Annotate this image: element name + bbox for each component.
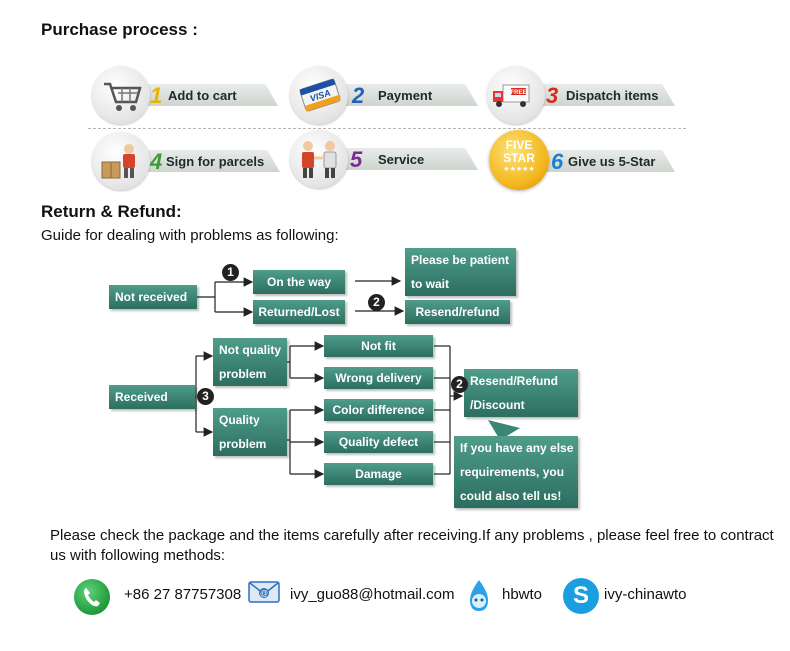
- step-banner: [318, 84, 478, 106]
- quality-line: Quality: [219, 413, 260, 427]
- quality-box: Quality problem: [213, 408, 287, 456]
- step-number: 3: [546, 83, 559, 108]
- qq-id[interactable]: hbwto: [502, 586, 543, 603]
- qq-icon: [462, 578, 496, 614]
- wrong-delivery-box: Wrong delivery: [324, 367, 433, 389]
- color-difference-box: Color difference: [324, 399, 433, 421]
- handshake-icon: [290, 130, 348, 188]
- five-star-badge-icon: FIVE STAR ★★★★★: [489, 130, 549, 190]
- step-banner: [120, 150, 280, 172]
- skype-icon: S: [563, 578, 599, 614]
- free-text: FREE: [510, 90, 526, 96]
- contact-note-line2: us with following methods:: [50, 547, 226, 564]
- step-banner: [515, 150, 675, 172]
- else-note-line: If you have any else: [460, 441, 574, 455]
- email-icon: @: [248, 579, 280, 605]
- purchase-title: Purchase process :: [41, 20, 198, 39]
- step-label: Payment: [378, 88, 433, 103]
- resend-refund-discount-box: Resend/Refund /Discount: [464, 369, 578, 417]
- refund-guide: Guide for dealing with problems as follo…: [41, 227, 339, 244]
- else-requirements-note: If you have any else requirements, you c…: [454, 436, 578, 508]
- not-quality-line: problem: [219, 367, 267, 381]
- step-label: Dispatch items: [566, 88, 659, 103]
- not-quality-line: Not quality: [219, 343, 281, 357]
- else-note-line: could also tell us!: [460, 489, 562, 503]
- truck-icon: FREE: [487, 66, 545, 124]
- divider: [88, 128, 686, 129]
- step-label: Service: [378, 152, 425, 167]
- resend-refund-box: Resend/refund: [405, 300, 510, 324]
- step-number: 2: [352, 83, 365, 108]
- step-marker: 2: [451, 376, 468, 393]
- email-address[interactable]: ivy_guo88@hotmail.com: [290, 586, 455, 603]
- phone-number[interactable]: +86 27 87757308: [124, 586, 242, 603]
- parcel-icon: [92, 132, 150, 190]
- quality-defect-box: Quality defect: [324, 431, 433, 453]
- svg-text:@: @: [260, 589, 268, 598]
- skype-id[interactable]: ivy-chinawto: [604, 586, 687, 603]
- step-number: 4: [150, 149, 163, 174]
- badge-line1: FIVE: [505, 138, 533, 152]
- on-the-way-box: On the way: [253, 270, 345, 294]
- returned-lost-box: Returned/Lost: [253, 300, 345, 324]
- step-marker: 2: [368, 294, 385, 311]
- else-note-line: requirements, you: [460, 465, 565, 479]
- step-number: 6: [551, 149, 564, 174]
- visa-card-icon: VISA: [290, 66, 348, 124]
- step-marker: 3: [197, 388, 214, 405]
- step-banner: [120, 84, 278, 106]
- step-number: 5: [350, 147, 363, 172]
- quality-line: problem: [219, 437, 267, 451]
- received-box: Received: [109, 385, 195, 409]
- damage-box: Damage: [324, 463, 433, 485]
- not-quality-box: Not quality problem: [213, 338, 287, 386]
- be-patient-line: Please be patient: [411, 253, 510, 267]
- refund-title: Return & Refund:: [41, 202, 182, 221]
- resend-discount-line: Resend/Refund: [470, 374, 559, 388]
- be-patient-box: Please be patient to wait: [405, 248, 516, 296]
- badge-stars: ★★★★★: [503, 166, 535, 173]
- not-fit-box: Not fit: [324, 335, 433, 357]
- not-received-box: Not received: [109, 285, 197, 309]
- badge-line2: STAR: [503, 151, 535, 165]
- phone-icon: [74, 579, 110, 615]
- step-banner: [515, 84, 675, 106]
- step-banner: [318, 148, 478, 170]
- resend-discount-line: /Discount: [470, 398, 525, 412]
- step-label: Add to cart: [168, 88, 237, 103]
- step-label: Sign for parcels: [166, 154, 265, 169]
- contact-note-line1: Please check the package and the items c…: [50, 527, 774, 544]
- step-marker: 1: [222, 264, 239, 281]
- step-label: Give us 5-Star: [568, 154, 656, 169]
- be-patient-line: to wait: [411, 277, 449, 291]
- cart-icon: [92, 66, 150, 124]
- step-number: 1: [150, 83, 163, 108]
